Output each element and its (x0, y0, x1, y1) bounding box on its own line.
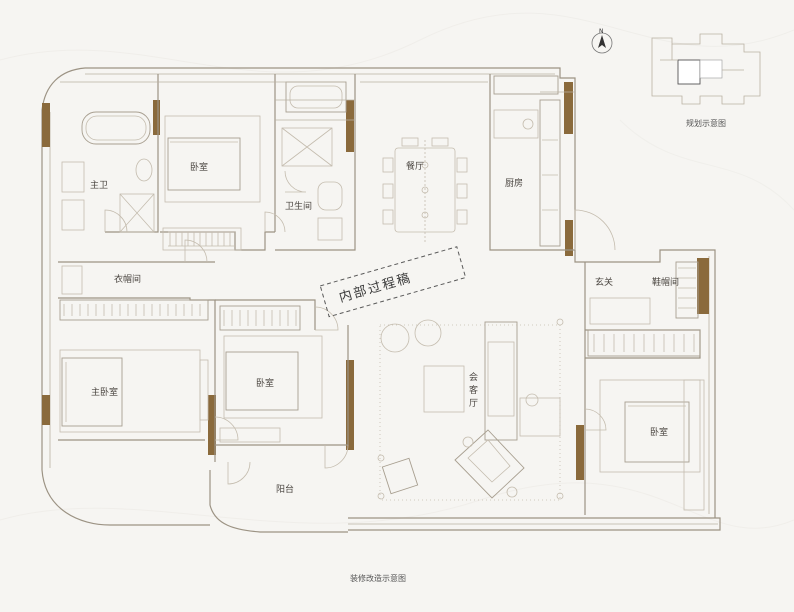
master-bedroom-furniture (59, 349, 209, 433)
accent-walls (42, 82, 709, 480)
key-plan-caption: 规划示意图 (686, 118, 726, 128)
label-wardrobe: 衣帽间 (114, 273, 141, 285)
label-bedroom-top: 卧室 (190, 161, 208, 173)
marble-texture (0, 12, 794, 529)
label-living-char-1: 会 (469, 371, 478, 383)
door-swings (104, 170, 616, 485)
top-grid-lines (60, 81, 575, 121)
wardrobe-fixtures (59, 265, 209, 321)
dining-furniture (382, 137, 468, 244)
label-master-bath: 主卫 (90, 179, 108, 191)
room-labels: 主卫 卧室 卫生间 餐厅 厨房 衣帽间 主卧室 卧室 玄关 鞋帽间 卧室 阳台 (90, 160, 679, 495)
label-bedroom-mid: 卧室 (256, 377, 274, 389)
label-bathroom: 卫生间 (285, 200, 312, 212)
footer-caption: 装修改造示意图 (350, 573, 406, 583)
outer-walls (41, 67, 721, 533)
label-kitchen: 厨房 (505, 177, 523, 189)
draft-stamp: 内部过程稿 (319, 246, 467, 318)
label-foyer: 玄关 (595, 276, 613, 288)
bedroom-mid-furniture (219, 305, 323, 443)
label-living-char-2: 客 (469, 384, 478, 396)
north-arrow-icon (598, 35, 606, 48)
living-room-furniture (377, 318, 564, 501)
label-master-bedroom: 主卧室 (91, 386, 118, 398)
master-bath-fixtures (61, 111, 155, 233)
compass: N (591, 28, 613, 54)
label-bedroom-right: 卧室 (650, 426, 668, 438)
label-shoe-room: 鞋帽间 (652, 276, 679, 288)
foyer-fixtures (587, 261, 701, 357)
bedroom-top-furniture (162, 115, 261, 251)
bathroom-fixtures (281, 81, 347, 241)
label-living: 会 客 厅 (469, 371, 478, 409)
stamp-text: 内部过程稿 (337, 270, 414, 306)
bedroom-right-furniture (599, 379, 705, 511)
kitchen-fixtures (493, 75, 561, 247)
label-balcony: 阳台 (276, 483, 294, 495)
key-plan: 规划示意图 (651, 33, 761, 128)
compass-label: N (599, 28, 604, 35)
label-living-char-3: 厅 (469, 398, 478, 409)
label-dining: 餐厅 (406, 160, 424, 172)
